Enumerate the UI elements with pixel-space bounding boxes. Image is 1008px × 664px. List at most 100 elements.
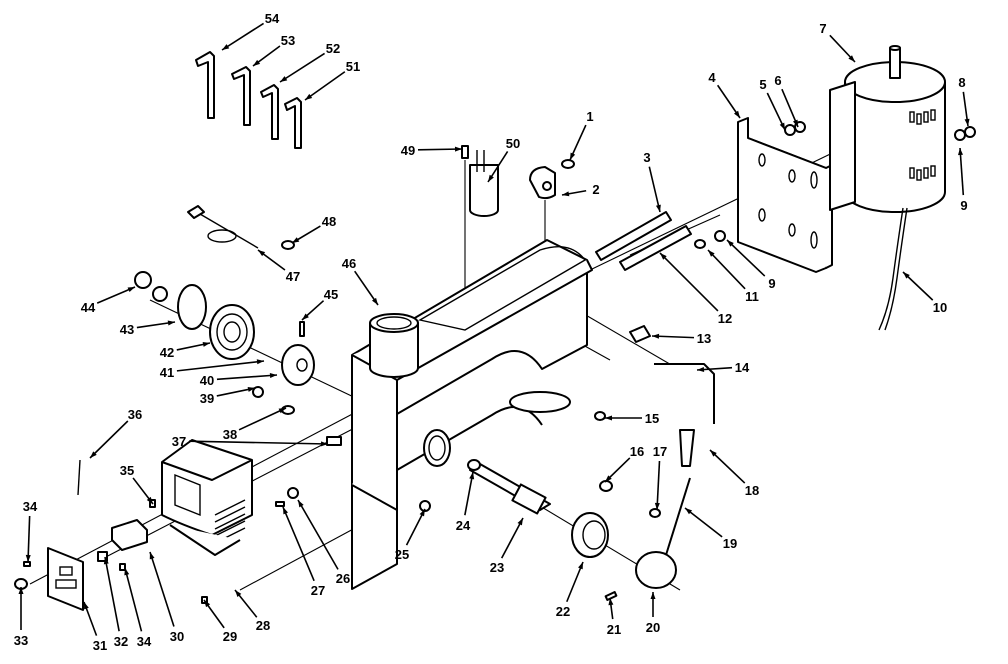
callout-label-30: 30 bbox=[170, 629, 184, 644]
arrowhead-5 bbox=[779, 122, 785, 130]
arrowhead-13 bbox=[652, 333, 660, 339]
arrowhead-51 bbox=[305, 93, 313, 100]
arrowhead-31 bbox=[84, 602, 89, 610]
leader-line-54 bbox=[221, 22, 265, 51]
callout-label-4: 4 bbox=[708, 70, 716, 85]
arrowhead-28 bbox=[235, 590, 242, 598]
callout-label-41: 41 bbox=[160, 365, 174, 380]
callout-label-14: 14 bbox=[735, 360, 750, 375]
leader-line-19 bbox=[684, 507, 723, 538]
arrowhead-35 bbox=[146, 496, 153, 504]
arrowhead-38 bbox=[278, 408, 286, 414]
cam-bracket bbox=[529, 159, 575, 290]
callout-label-35: 35 bbox=[120, 463, 134, 478]
leader-line-34 bbox=[27, 515, 31, 563]
switch-housing bbox=[14, 436, 342, 611]
leader-line-52 bbox=[279, 52, 326, 83]
arrowhead-16 bbox=[605, 475, 612, 482]
callout-label-17: 17 bbox=[653, 444, 667, 459]
callout-label-7: 7 bbox=[819, 21, 826, 36]
arrowhead-47 bbox=[258, 250, 266, 257]
arrowhead-53 bbox=[253, 59, 261, 66]
callout-label-9b: 9 bbox=[768, 276, 775, 291]
callout-label-24: 24 bbox=[456, 518, 471, 533]
callout-label-28: 28 bbox=[256, 618, 270, 633]
arrowhead-27 bbox=[283, 507, 289, 515]
arrowhead-46 bbox=[371, 297, 378, 305]
arrowhead-34 bbox=[25, 554, 31, 562]
arrowhead-39 bbox=[247, 386, 255, 392]
leader-line-34b bbox=[124, 567, 143, 632]
callout-label-27: 27 bbox=[311, 583, 325, 598]
cord-assembly bbox=[187, 205, 295, 250]
leader-line-9 bbox=[959, 147, 965, 196]
callout-label-9: 9 bbox=[960, 198, 967, 213]
arrowhead-41 bbox=[256, 359, 264, 365]
motor bbox=[694, 45, 976, 331]
arrowhead-2 bbox=[562, 191, 570, 197]
leader-line-36 bbox=[89, 420, 129, 459]
arrowhead-23 bbox=[517, 518, 523, 526]
shafts bbox=[595, 211, 692, 271]
callout-label-44: 44 bbox=[81, 300, 96, 315]
callout-label-21: 21 bbox=[607, 622, 621, 637]
leader-line-9b bbox=[726, 239, 766, 277]
arrowhead-21 bbox=[608, 598, 614, 606]
callout-label-29: 29 bbox=[223, 629, 237, 644]
callout-label-32: 32 bbox=[114, 634, 128, 649]
leader-line-40 bbox=[216, 374, 278, 381]
callout-label-34b: 34 bbox=[137, 634, 152, 649]
callout-label-39: 39 bbox=[200, 391, 214, 406]
arrowhead-12 bbox=[660, 253, 667, 260]
arrowhead-1 bbox=[570, 152, 576, 160]
leader-line-23 bbox=[500, 517, 524, 559]
arrowhead-54 bbox=[222, 44, 230, 50]
callout-label-16: 16 bbox=[630, 444, 644, 459]
leader-line-30 bbox=[149, 551, 175, 627]
arrowhead-30 bbox=[149, 552, 155, 560]
arrowhead-9b bbox=[727, 240, 734, 247]
arrowhead-17 bbox=[654, 502, 660, 510]
callout-label-40: 40 bbox=[200, 373, 214, 388]
leader-line-37 bbox=[188, 440, 329, 445]
callout-label-47: 47 bbox=[286, 269, 300, 284]
callout-label-10: 10 bbox=[933, 300, 947, 315]
arrowhead-25 bbox=[419, 509, 425, 517]
arrowhead-18 bbox=[710, 450, 717, 457]
arrowhead-10 bbox=[903, 272, 910, 279]
arrowhead-22 bbox=[578, 562, 583, 570]
callout-label-22: 22 bbox=[556, 604, 570, 619]
hex-wrench-set bbox=[195, 51, 302, 149]
arrowhead-52 bbox=[280, 76, 288, 82]
arrowhead-36 bbox=[90, 451, 97, 458]
leader-line-11 bbox=[707, 249, 746, 290]
arrowhead-14 bbox=[697, 367, 705, 373]
arrowhead-8 bbox=[964, 118, 970, 126]
callout-label-53: 53 bbox=[281, 33, 295, 48]
arrowhead-42 bbox=[202, 341, 210, 347]
leader-line-12 bbox=[659, 252, 719, 312]
callout-label-11: 11 bbox=[745, 289, 759, 304]
callout-label-34: 34 bbox=[23, 499, 38, 514]
leader-line-18 bbox=[709, 449, 746, 484]
motor-bracket bbox=[737, 117, 833, 273]
callout-label-15: 15 bbox=[645, 411, 659, 426]
arrowhead-4 bbox=[733, 110, 740, 118]
callout-label-42: 42 bbox=[160, 345, 174, 360]
leader-line-26 bbox=[297, 499, 339, 570]
arrowhead-19 bbox=[685, 508, 693, 515]
callout-label-8: 8 bbox=[958, 75, 965, 90]
leader-line-32 bbox=[104, 556, 120, 632]
arrowhead-15 bbox=[605, 415, 612, 421]
arrowhead-11 bbox=[708, 250, 715, 257]
callout-label-25: 25 bbox=[395, 547, 409, 562]
arrowhead-43 bbox=[167, 320, 175, 326]
leader-line-49 bbox=[417, 148, 463, 151]
feed-spring-group bbox=[134, 271, 315, 415]
arrowhead-6 bbox=[792, 119, 798, 127]
callout-label-18: 18 bbox=[745, 483, 759, 498]
callout-label-48: 48 bbox=[322, 214, 336, 229]
callout-label-52: 52 bbox=[326, 41, 340, 56]
